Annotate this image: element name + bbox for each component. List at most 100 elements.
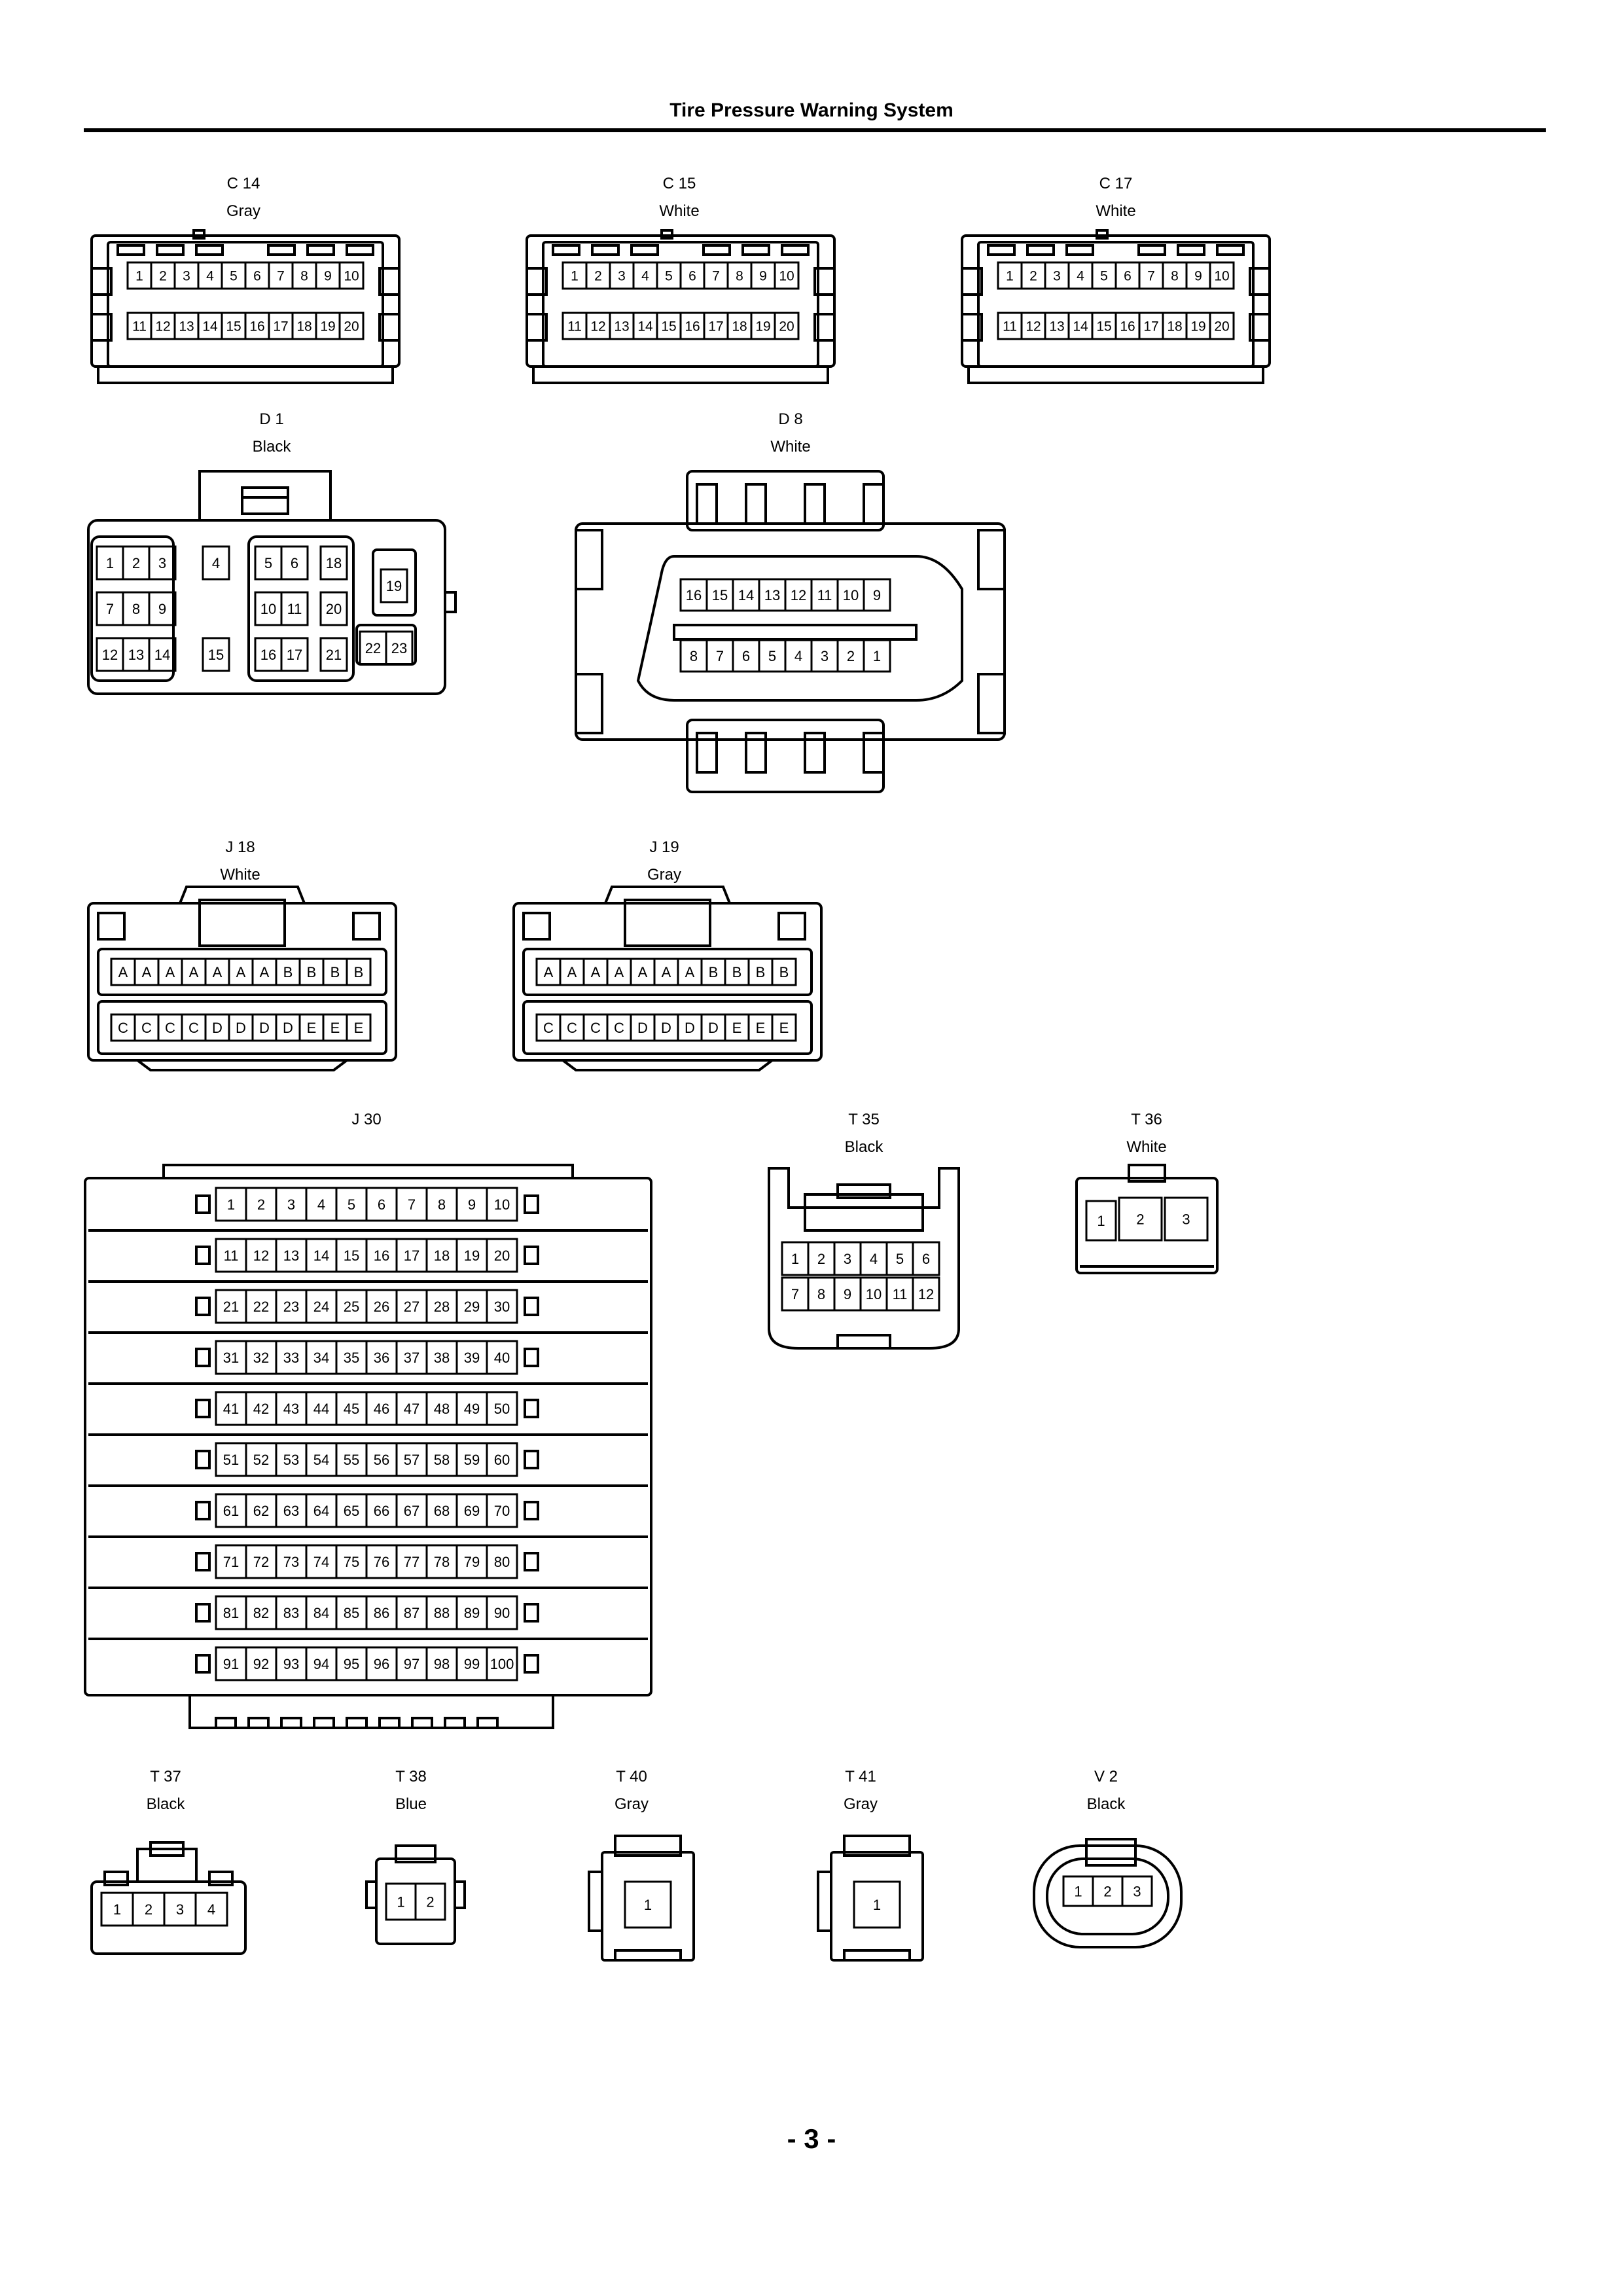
- pin-label: 48: [434, 1401, 450, 1417]
- pin-label: 13: [614, 319, 629, 334]
- pin: 2: [585, 261, 611, 290]
- connector-id-label: J 30: [351, 1111, 381, 1128]
- pin-label: B: [779, 964, 789, 980]
- pin-label: 60: [494, 1452, 510, 1468]
- pin-label: 76: [374, 1554, 389, 1570]
- pin-label: 33: [283, 1350, 299, 1366]
- pin-label: 12: [918, 1286, 934, 1302]
- pin-label: 43: [283, 1401, 299, 1417]
- pin: 94: [305, 1646, 338, 1681]
- pin-label: 18: [1167, 319, 1182, 334]
- pin-label: A: [591, 964, 601, 980]
- pin: 97: [395, 1646, 428, 1681]
- pin: 3: [609, 261, 635, 290]
- pin-label: 45: [344, 1401, 359, 1417]
- connector-id-label: J 18: [225, 838, 255, 856]
- pin: 7: [705, 639, 734, 673]
- v2-housing: [1033, 1838, 1183, 1948]
- pin: B: [275, 958, 301, 986]
- pin-label: D: [685, 1020, 695, 1036]
- connector-id-label: D 8: [778, 410, 802, 428]
- pin: 24: [305, 1289, 338, 1324]
- j18-housing: [87, 886, 397, 1071]
- pin: 3: [810, 639, 839, 673]
- pin: 74: [305, 1544, 338, 1579]
- pin-label: 18: [296, 319, 312, 334]
- pin: 25: [335, 1289, 368, 1324]
- connector-color-label: Gray: [226, 202, 260, 220]
- pin-label: 72: [253, 1554, 269, 1570]
- pin: 5: [254, 545, 283, 581]
- pin-label: A: [236, 964, 246, 980]
- pin-label: 5: [768, 648, 776, 664]
- pin: 1: [126, 261, 152, 290]
- pin-label: 11: [567, 319, 582, 334]
- pin: 54: [305, 1442, 338, 1477]
- pin: 8: [1162, 261, 1188, 290]
- pin: 13: [122, 637, 151, 672]
- pin: 11: [215, 1238, 247, 1273]
- pin-label: 15: [661, 319, 676, 334]
- pin: 3: [1121, 1875, 1153, 1907]
- pin-label: 71: [223, 1554, 239, 1570]
- pin: C: [606, 1013, 632, 1042]
- connector-id-label: C 17: [1099, 175, 1133, 192]
- pin: 66: [365, 1493, 398, 1528]
- pin: 17: [395, 1238, 428, 1273]
- pin-label: C: [567, 1020, 577, 1036]
- pin: 77: [395, 1544, 428, 1579]
- pin-label: 7: [1147, 269, 1155, 284]
- pin: 98: [425, 1646, 458, 1681]
- pin: 18: [1162, 312, 1188, 340]
- pin-label: 20: [779, 319, 794, 334]
- pin: B: [700, 958, 726, 986]
- pin-label: 4: [317, 1196, 325, 1213]
- pin-label: 95: [344, 1656, 359, 1672]
- pin-label: 59: [464, 1452, 480, 1468]
- pin-label: 16: [685, 319, 700, 334]
- pin: 20: [486, 1238, 518, 1273]
- connector-id-label: T 41: [845, 1768, 876, 1785]
- pin-label: 90: [494, 1605, 510, 1621]
- pin: 6: [280, 545, 309, 581]
- pin-label: 92: [253, 1656, 269, 1672]
- pin: 4: [194, 1892, 228, 1927]
- pin: 16: [679, 312, 705, 340]
- pin-label: 17: [708, 319, 723, 334]
- pin: 15: [202, 637, 230, 672]
- pin-label: 6: [1124, 269, 1132, 284]
- pin: 85: [335, 1595, 368, 1630]
- pin: 31: [215, 1340, 247, 1375]
- pin: 14: [632, 312, 658, 340]
- pin: D: [275, 1013, 301, 1042]
- pin-label: 13: [128, 647, 144, 663]
- pin-label: 2: [159, 269, 167, 284]
- connector-color-label: Gray: [615, 1795, 649, 1813]
- connector-color-label: Black: [845, 1138, 884, 1156]
- pin: 34: [305, 1340, 338, 1375]
- pin-label: 6: [253, 269, 261, 284]
- pin-label: 87: [404, 1605, 419, 1621]
- pin-label: 10: [494, 1196, 510, 1213]
- pin-label: 22: [253, 1299, 269, 1315]
- pin-label: 10: [1214, 269, 1229, 284]
- connector-id-label: C 14: [227, 175, 260, 192]
- d1-housing: [87, 470, 457, 695]
- pin-label: 62: [253, 1503, 269, 1519]
- pin-label: A: [615, 964, 624, 980]
- pin: 81: [215, 1595, 247, 1630]
- pin-label: 5: [230, 269, 238, 284]
- pin: 2: [245, 1187, 277, 1222]
- pin: 5: [885, 1241, 914, 1276]
- pin-label: 19: [386, 578, 402, 594]
- connector-color-label: White: [659, 202, 699, 220]
- pin-label: 10: [344, 269, 359, 284]
- pin-label: E: [330, 1020, 340, 1036]
- pin: 7: [703, 261, 729, 290]
- pin: A: [110, 958, 136, 986]
- pin: 2: [122, 545, 151, 581]
- pin-label: 86: [374, 1605, 389, 1621]
- pin: 1: [100, 1892, 134, 1927]
- pin-label: 97: [404, 1656, 419, 1672]
